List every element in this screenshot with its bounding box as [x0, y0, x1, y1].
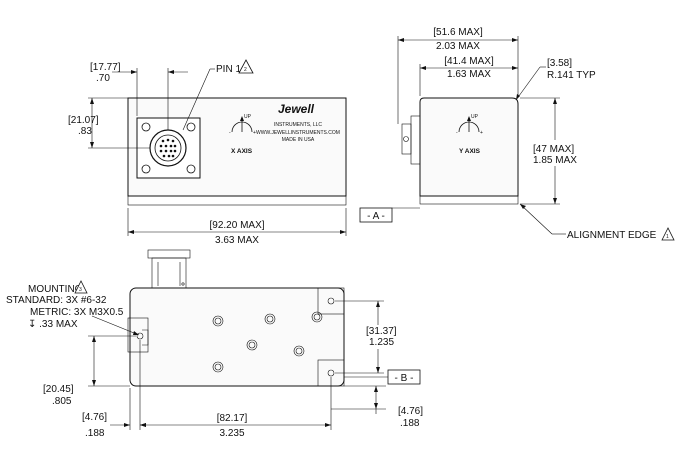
mounting-note: MOUNTING 3 STANDARD: 3X #6-32 METRIC: 3X… — [6, 280, 140, 336]
dim-bottom-right-offset: [4.76] .188 — [331, 385, 423, 429]
x-axis-up-label: UP — [244, 114, 252, 120]
dim-bottom-edge-offset-in: .805 — [52, 396, 72, 407]
svg-text:+: + — [480, 130, 483, 136]
brand-made-in: MADE IN USA — [282, 137, 315, 143]
x-axis-indicator: UP - + X AXIS — [229, 114, 256, 155]
connector — [136, 117, 201, 179]
pin-1-callout: PIN 1 2 — [182, 59, 254, 131]
y-axis-indicator: UP - + Y AXIS — [456, 114, 483, 155]
dim-side-height-mm: [47 MAX] — [533, 144, 574, 155]
dim-side-depth-body: [41.4 MAX] 1.63 MAX — [419, 56, 518, 96]
y-axis-up-label: UP — [471, 114, 479, 120]
dim-bottom-right-height-mm: [31.37] — [366, 326, 397, 337]
dim-top-width: [17.77] .70 — [90, 62, 188, 130]
dim-side-radius-in: R.141 TYP — [547, 70, 596, 81]
dim-bottom-right-offset-mm: [4.76] — [398, 406, 423, 417]
datum-b: - B - — [344, 369, 421, 385]
mounting-holes — [212, 311, 323, 373]
dim-side-depth-total: [51.6 MAX] 2.03 MAX — [397, 27, 519, 124]
alignment-note-triangle-icon — [661, 227, 675, 241]
pin-note-number: 2 — [244, 67, 247, 73]
brand-name: Jewell — [278, 102, 315, 116]
bottom-view — [127, 249, 345, 387]
dim-top-height-mm: [21.07] — [68, 115, 99, 126]
alignment-edge-label: ALIGNMENT EDGE — [567, 230, 657, 241]
dim-top-width-in: .70 — [96, 73, 110, 84]
dim-side-depth-total-in: 2.03 MAX — [436, 41, 480, 52]
side-view: UP - + Y AXIS — [401, 97, 519, 205]
dim-side-height-in: 1.85 MAX — [533, 155, 577, 166]
svg-text:-: - — [229, 130, 231, 136]
dim-bottom-edge-offset: [20.45] .805 — [43, 335, 136, 407]
datum-a: - A - — [359, 207, 420, 223]
svg-text:+: + — [253, 130, 256, 136]
dim-top-height: [21.07] .83 — [68, 97, 150, 149]
y-axis-label: Y AXIS — [459, 148, 481, 155]
brand-logo: Jewell INSTRUMENTS, LLC WWW.JEWELLINSTRU… — [256, 102, 340, 143]
dim-top-height-in: .83 — [78, 126, 92, 137]
alignment-edge-callout: ALIGNMENT EDGE 1 — [519, 203, 675, 241]
pin-label: PIN 1 — [216, 64, 241, 75]
dim-bottom-right-offset-in: .188 — [400, 418, 420, 429]
mounting-metric: METRIC: 3X M3X0.5 — [30, 307, 124, 318]
mounting-title: MOUNTING — [28, 284, 83, 295]
dim-bottom-hole-spacing: [82.17] 3.235 — [140, 377, 332, 439]
dim-bottom-right-height: [31.37] 1.235 — [335, 300, 397, 374]
dim-bottom-hole-spacing-mm: [82.17] — [217, 413, 248, 424]
dim-bottom-right-height-in: 1.235 — [369, 337, 394, 348]
mounting-standard: STANDARD: 3X #6-32 — [6, 295, 107, 306]
datum-b-label: - B - — [395, 373, 414, 384]
dim-front-width: [92.20 MAX] 3.63 MAX — [127, 208, 347, 246]
x-axis-label: X AXIS — [231, 148, 253, 155]
dim-front-width-mm: [92.20 MAX] — [209, 220, 264, 231]
front-view-base — [127, 195, 347, 206]
dim-bottom-left-offset-in: .188 — [85, 428, 105, 439]
dim-bottom-edge-offset-mm: [20.45] — [43, 384, 74, 395]
dim-bottom-left-offset-mm: [4.76] — [82, 412, 107, 423]
dim-side-depth-body-mm: [41.4 MAX] — [444, 56, 494, 67]
dim-side-radius-mm: [3.58] — [547, 58, 572, 69]
datum-a-label: - A - — [367, 211, 385, 222]
brand-subtitle: INSTRUMENTS, LLC — [274, 122, 322, 128]
svg-text:-: - — [456, 130, 458, 136]
alignment-note-number: 1 — [666, 234, 669, 240]
mounting-note-number: 3 — [79, 287, 82, 293]
dim-side-height: [47 MAX] 1.85 MAX — [520, 97, 577, 205]
bottom-view-body — [129, 287, 345, 387]
mounting-note-triangle-icon — [74, 280, 88, 294]
dim-front-width-in: 3.63 MAX — [215, 235, 259, 246]
dim-top-width-mm: [17.77] — [90, 62, 121, 73]
dim-side-radius: [3.58] R.141 TYP — [515, 58, 596, 101]
mounting-depth: ↧ .33 MAX — [28, 319, 78, 330]
front-view: UP - + X AXIS Jewell INSTRUMENTS, LLC WW… — [127, 97, 347, 206]
brand-website: WWW.JEWELLINSTRUMENTS.COM — [256, 130, 340, 136]
dim-side-depth-total-mm: [51.6 MAX] — [433, 27, 483, 38]
dim-side-depth-body-in: 1.63 MAX — [447, 69, 491, 80]
dim-bottom-hole-spacing-in: 3.235 — [219, 428, 244, 439]
note-triangle-icon — [238, 59, 254, 74]
